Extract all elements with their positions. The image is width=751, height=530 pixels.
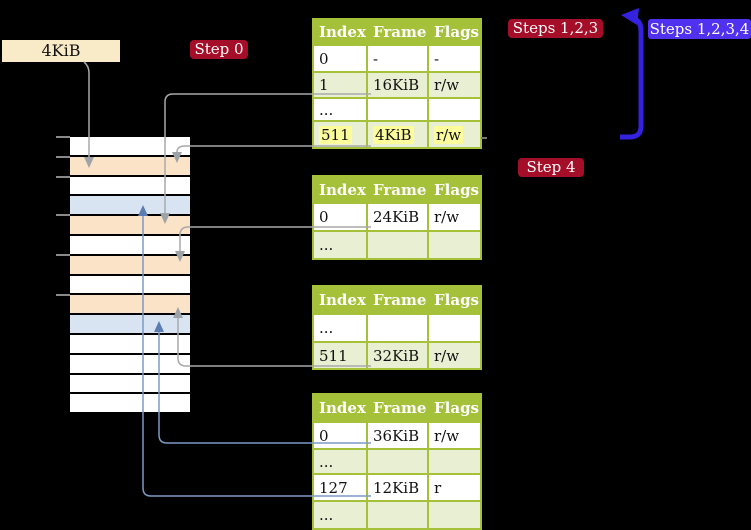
table-row: ...	[312, 500, 482, 530]
cell-index: 1	[319, 76, 329, 94]
memory-tick	[56, 156, 70, 158]
cell-frame: -	[373, 49, 379, 68]
cell-flags: r/w	[434, 76, 460, 94]
column-header-flags: Flags	[427, 393, 482, 423]
cell-flags: r/w	[434, 346, 460, 365]
cell-frame: 4KiB	[373, 125, 414, 144]
steps-1234-badge: Steps 1,2,3,4	[648, 19, 751, 39]
column-header-index: Index	[312, 285, 368, 315]
page-table-level2: Index Frame Flags ... 511 32KiB r/w	[312, 285, 482, 370]
frame-4kib-label: 4KiB	[2, 40, 120, 62]
cell-index: 0	[319, 426, 329, 445]
page-table-level3: Index Frame Flags 0 24KiB r/w ...	[312, 175, 482, 260]
column-header-flags: Flags	[427, 285, 482, 315]
column-header-frame: Frame	[366, 285, 429, 315]
memory-row	[70, 394, 190, 413]
cell-index: 0	[319, 208, 329, 226]
cell-flags: r	[434, 478, 442, 497]
cell-index: ...	[319, 100, 334, 119]
table-row: 127 12KiB r	[312, 473, 482, 502]
memory-row	[70, 137, 190, 155]
column-header-flags: Flags	[427, 18, 482, 46]
memory-row	[70, 354, 190, 373]
table-row: ...	[312, 448, 482, 475]
memory-row	[70, 374, 190, 393]
memory-row	[70, 295, 190, 314]
cell-frame: 12KiB	[373, 478, 420, 497]
cell-flags: r/w	[434, 208, 460, 226]
column-header-flags: Flags	[427, 175, 482, 204]
cell-index: ...	[319, 506, 334, 524]
memory-tick	[56, 136, 70, 138]
cell-index: 127	[319, 478, 348, 497]
table-row: ...	[312, 230, 482, 260]
column-header-frame: Frame	[366, 18, 429, 46]
table-row: ...	[312, 313, 482, 343]
page-table-level1: Index Frame Flags 0 36KiB r/w ... 127 12…	[312, 393, 482, 530]
cell-index: 0	[319, 49, 329, 68]
cell-flags: r/w	[434, 125, 464, 144]
table-row: 0 - -	[312, 44, 482, 73]
page-table-level4: Index Frame Flags 0 - - 1 16KiB r/w ... …	[312, 18, 482, 149]
cell-index: ...	[319, 452, 334, 471]
column-header-index: Index	[312, 18, 368, 46]
cell-frame: 16KiB	[373, 76, 420, 94]
cell-flags: -	[434, 49, 440, 68]
table-row: 511 32KiB r/w	[312, 341, 482, 370]
cell-frame: 24KiB	[373, 208, 420, 226]
column-header-frame: Frame	[366, 175, 429, 204]
memory-tick	[56, 254, 70, 256]
cell-flags: r/w	[434, 426, 460, 445]
memory-row	[70, 255, 190, 274]
cell-index: 511	[319, 125, 352, 144]
memory-tick	[56, 176, 70, 178]
cell-index: 511	[319, 346, 348, 365]
memory-row	[70, 335, 190, 353]
memory-row	[70, 156, 190, 175]
cell-frame: 32KiB	[373, 346, 420, 365]
cell-index: ...	[319, 236, 334, 254]
cell-frame: 36KiB	[373, 426, 420, 445]
memory-row	[70, 196, 190, 215]
memory-tick	[56, 294, 70, 296]
memory-row	[70, 176, 190, 195]
memory-tick	[56, 214, 70, 216]
cell-index: ...	[319, 319, 334, 337]
memory-row	[70, 236, 190, 254]
table-row-highlighted: 511 4KiB r/w	[312, 120, 482, 149]
table-row: ...	[312, 97, 482, 122]
table-row: 0 36KiB r/w	[312, 421, 482, 450]
step0-badge: Step 0	[190, 40, 248, 59]
column-header-index: Index	[312, 175, 368, 204]
memory-row	[70, 216, 190, 234]
column-header-frame: Frame	[366, 393, 429, 423]
memory-row	[70, 275, 190, 294]
table-row: 0 24KiB r/w	[312, 202, 482, 232]
step4-badge: Step 4	[518, 158, 584, 177]
steps-123-badge: Steps 1,2,3	[508, 19, 603, 38]
table-row: 1 16KiB r/w	[312, 71, 482, 99]
memory-row	[70, 315, 190, 333]
column-header-index: Index	[312, 393, 368, 423]
